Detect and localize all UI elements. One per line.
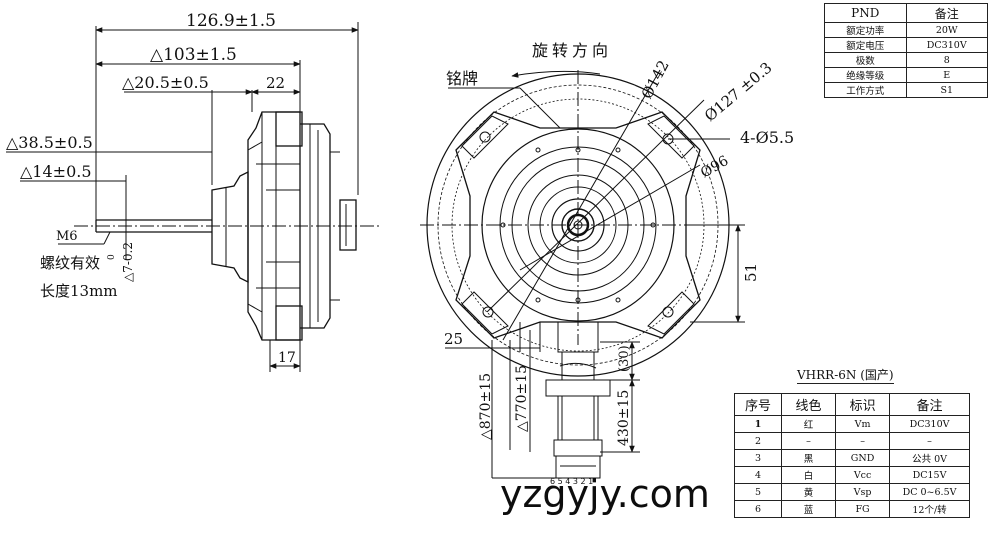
wire-cell: DC15V: [889, 466, 970, 484]
pnd-cell: 工作方式: [824, 82, 907, 98]
wire-table-title: VHRR-6N (国产): [797, 368, 894, 384]
front-view: [420, 69, 745, 479]
dim-14: △14±0.5: [20, 162, 92, 181]
wire-cell: 5: [734, 483, 782, 501]
wire-cell: –: [780, 432, 837, 450]
pnd-cell: 20W: [905, 22, 988, 38]
dim-shaft-diameter: △7-0.2: [121, 242, 135, 282]
connector-pins: 6 5 4 3 2 1: [550, 477, 593, 486]
dim-total-length: 126.9±1.5: [186, 11, 276, 31]
wire-cell: DC310V: [889, 415, 970, 433]
pnd-cell: 额定功率: [824, 22, 907, 38]
dim-holes: 4-Ø5.5: [740, 128, 794, 147]
wire-cell: 2: [734, 432, 782, 450]
side-view-labels: 126.9±1.5 △103±1.5 △20.5±0.5 22 △38.5±0.…: [6, 11, 296, 366]
wire-header-cell: 序号: [734, 393, 782, 416]
wire-cell: 12个/转: [889, 500, 970, 518]
dim-770: △770±15: [514, 365, 530, 432]
wire-cell: Vcc: [835, 466, 891, 484]
dim-127: Ø127 ±0.3: [701, 58, 775, 125]
pnd-header-row: PND 备注: [824, 3, 988, 23]
dim-25: 25: [444, 330, 463, 348]
wire-cell: 红: [780, 415, 837, 433]
wire-cell: 蓝: [780, 500, 837, 518]
wire-header-row: 序号 线色 标识 备注: [734, 393, 970, 416]
dim-22: 22: [266, 74, 285, 92]
pnd-cell: 绝缘等级: [824, 67, 907, 83]
wire-cell: 黑: [780, 449, 837, 467]
thread-note-1: 螺纹有效: [40, 254, 100, 272]
wire-header-cell: 标识: [835, 393, 891, 416]
dim-103: △103±1.5: [150, 45, 237, 65]
table-row: 2–––: [734, 432, 970, 450]
dim-20-5: △20.5±0.5: [122, 73, 209, 92]
wire-cell: 6: [734, 500, 782, 518]
dim-430: 430±15: [616, 390, 632, 446]
wire-cell: GND: [835, 449, 891, 467]
pnd-cell: E: [905, 67, 988, 83]
dim-870: △870±15: [478, 373, 494, 440]
wire-cell: 黄: [780, 483, 837, 501]
watermark-text: yzgyjy.com: [500, 472, 710, 516]
pnd-cell: 额定电压: [824, 37, 907, 53]
thread-note-2: 长度13mm: [40, 282, 118, 300]
wire-cell: DC 0~6.5V: [889, 483, 970, 501]
pnd-header-cell: 备注: [905, 3, 988, 23]
nameplate-label: 铭牌: [446, 69, 478, 88]
wire-header-cell: 备注: [889, 393, 970, 416]
dim-38-5: △38.5±0.5: [6, 133, 93, 152]
dim-30: (30): [617, 345, 632, 372]
pnd-cell: 极数: [824, 52, 907, 68]
dim-142: Ø142: [638, 57, 673, 102]
dim-96: Ø96: [698, 153, 731, 182]
pnd-header-cell: PND: [824, 3, 907, 23]
wire-cell: 公共 0V: [889, 449, 970, 467]
wire-cell: 3: [734, 449, 782, 467]
pnd-cell: S1: [905, 82, 988, 98]
dim-51: 51: [742, 263, 760, 282]
wire-cell: –: [835, 432, 891, 450]
wire-cell: 1: [734, 415, 782, 433]
wire-cell: 4: [734, 466, 782, 484]
pnd-cell: DC310V: [905, 37, 988, 53]
thread-spec: M6: [56, 229, 78, 244]
side-view: [6, 22, 380, 372]
dim-shaft-tolerance: 0: [107, 254, 117, 260]
wire-cell: FG: [835, 500, 891, 518]
pnd-cell: 8: [905, 52, 988, 68]
wire-cell: –: [889, 432, 970, 450]
wire-header-cell: 线色: [780, 393, 837, 416]
wire-cell: Vsp: [835, 483, 891, 501]
dim-17: 17: [278, 350, 296, 366]
wire-cell: 白: [780, 466, 837, 484]
wire-cell: Vm: [835, 415, 891, 433]
rotation-label: 旋转方向: [532, 41, 612, 60]
